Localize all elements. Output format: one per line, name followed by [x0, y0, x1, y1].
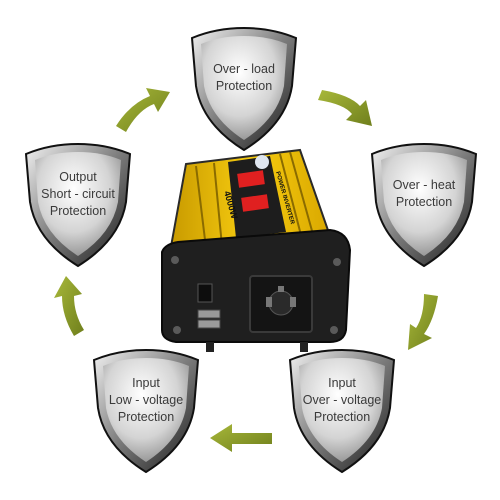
shield-icon — [370, 142, 478, 268]
shield-label: Over - load Protection — [202, 42, 286, 114]
shield-icon — [190, 26, 298, 152]
shield-over-load: Over - load Protection — [188, 24, 300, 154]
shield-icon — [288, 348, 396, 474]
shield-label-line: Low - voltage — [108, 392, 184, 407]
shield-label-line: Protection — [395, 195, 453, 209]
shield-label-line: Input — [132, 375, 160, 390]
shield-over-heat: Over - heat Protection — [368, 140, 480, 270]
shield-label-line: Protection — [215, 79, 273, 93]
shield-label-line: Short - circuit — [41, 186, 115, 201]
shield-input-low-voltage: Input Low - voltage Protection — [90, 346, 202, 476]
shield-label: Over - heat Protection — [382, 158, 466, 230]
shield-label-line: Over - heat — [392, 178, 456, 192]
arrow-input-over-voltage-to-input-low-voltage — [210, 424, 272, 452]
shield-label-line: Over - voltage — [302, 392, 382, 407]
arrow-over-load-to-over-heat — [318, 90, 372, 126]
shield-output-short-circuit: Output Short - circuit Protection — [22, 140, 134, 270]
shield-label-line: Protection — [49, 203, 107, 218]
shield-label-line: Protection — [313, 409, 371, 424]
inverter-body — [168, 148, 332, 254]
shield-input-over-voltage: Input Over - voltage Protection — [286, 346, 398, 476]
arrow-output-short-circuit-to-over-load — [116, 88, 170, 132]
shield-label: Input Low - voltage Protection — [104, 364, 188, 436]
shield-label: Output Short - circuit Protection — [36, 158, 120, 230]
shield-icon — [92, 348, 200, 474]
shield-icon — [24, 142, 132, 268]
usb-port — [197, 309, 221, 319]
shield-label-line: Over - load — [213, 62, 275, 76]
arrow-input-low-voltage-to-output-short-circuit — [54, 276, 84, 336]
arrow-over-heat-to-input-over-voltage — [408, 294, 438, 350]
shield-label-line: Output — [59, 169, 97, 184]
shield-label: Input Over - voltage Protection — [300, 364, 384, 436]
inverter-end-panel — [161, 228, 352, 352]
shield-label-line: Protection — [117, 409, 175, 424]
usb-port — [197, 319, 221, 329]
shield-label-line: Input — [328, 375, 356, 390]
power-switch — [197, 283, 213, 303]
